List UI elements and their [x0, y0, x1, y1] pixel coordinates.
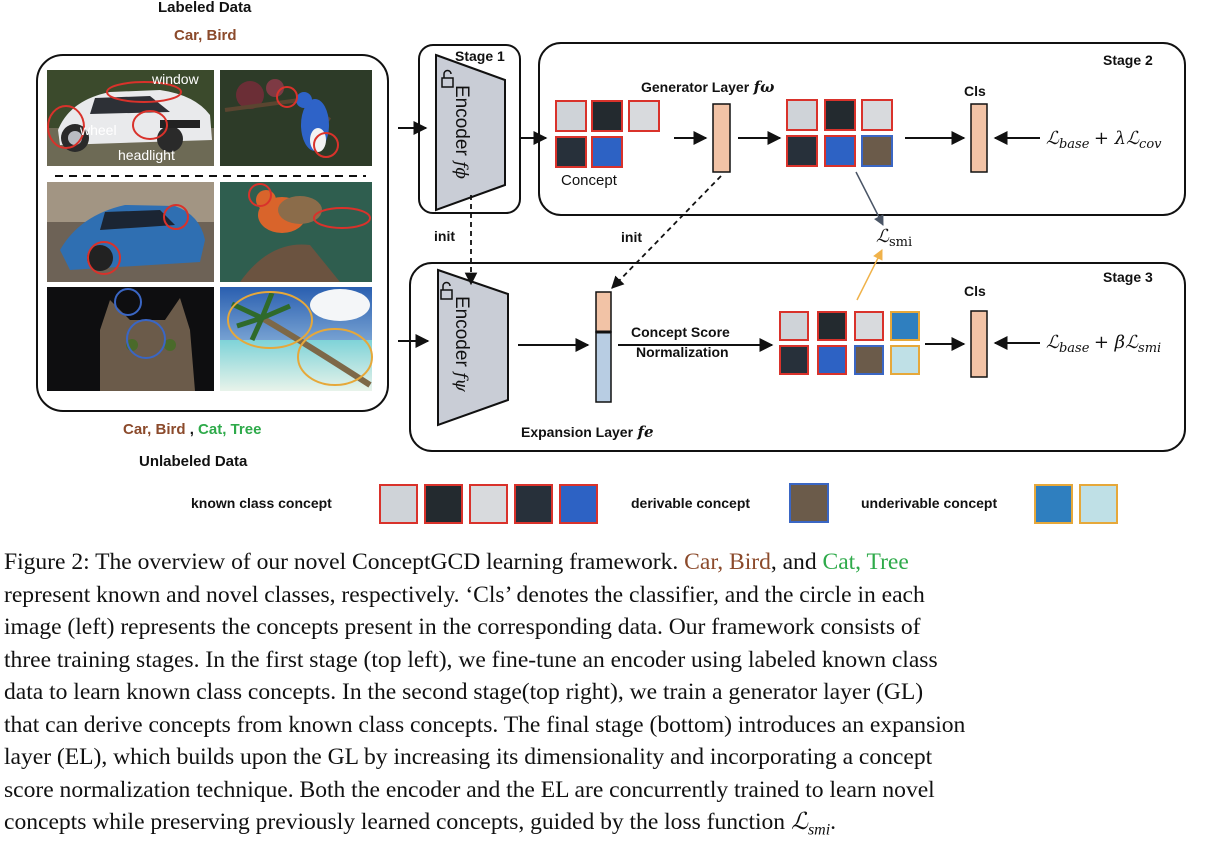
- expansion-layer-text: Expansion Layer: [521, 424, 634, 440]
- lock-icon: [441, 69, 454, 88]
- framework-diagram: window wheel headlight: [36, 0, 1186, 524]
- stage3-concepts: [779, 311, 920, 375]
- stage2-input-concepts: [555, 100, 660, 168]
- caption-text: , and: [770, 549, 823, 575]
- stage1-encoder: Encoder fϕ: [442, 85, 502, 205]
- unlabeled-tree-image: [220, 287, 373, 391]
- caption-novel-classes: Cat, Tree: [822, 549, 909, 575]
- stage3-loss-symbol: ℒ: [1046, 332, 1059, 353]
- legend-derivable-label: derivable concept: [631, 495, 751, 511]
- stage3-loss-plus: + βℒ: [1093, 332, 1139, 353]
- stage1-encoder-trapezoid: [435, 53, 506, 212]
- flow-arrows: [398, 121, 1040, 352]
- stage1-encoder-label: Encoder: [451, 85, 472, 156]
- legend-underivable-thumbs: [1034, 484, 1118, 524]
- stage3-loss: ℒbase + βℒsmi: [1046, 332, 1161, 356]
- caption-line: that can derive concepts from known clas…: [4, 711, 966, 738]
- caption-line: concepts while preserving previously lea…: [4, 806, 1218, 847]
- data-panel: window wheel headlight: [36, 54, 389, 412]
- labeled-data-title: Labeled Data: [158, 0, 252, 16]
- unlabeled-bird-image: [220, 182, 372, 282]
- stage2-output-concepts: [786, 99, 893, 167]
- stage3-encoder-label: Encoder: [451, 296, 472, 367]
- caption-line: data to learn known class concepts. In t…: [4, 679, 924, 705]
- unlabeled-novel-classes: Cat, Tree: [198, 421, 262, 438]
- caption-math-sub: smi: [807, 821, 831, 839]
- labeled-classes: Car, Bird: [174, 27, 237, 44]
- unlabeled-cat-image: [47, 287, 214, 391]
- concept-label: Concept: [561, 172, 617, 189]
- caption-text: concepts while preserving previously lea…: [4, 809, 791, 835]
- unlabeled-classes: Car, Bird , Cat, Tree: [123, 421, 261, 438]
- init-label-left: init: [434, 228, 455, 244]
- norm-line1: Concept Score: [631, 324, 730, 340]
- caption-known-classes: Car, Bird: [684, 549, 771, 575]
- stage2-loss-extra-sub: cov: [1139, 137, 1162, 153]
- smi-sub: smi: [888, 235, 913, 251]
- caption-line: Figure 2: The overview of our novel Conc…: [4, 546, 1218, 579]
- stage3-loss-extra-sub: smi: [1138, 341, 1162, 357]
- car-tag-window: window: [151, 71, 200, 87]
- unlabeled-car-image: [47, 182, 214, 282]
- stage2-loss-symbol: ℒ: [1046, 128, 1059, 149]
- stage3-encoder: Encoder fψ: [441, 296, 501, 416]
- stage2-classifier: [970, 103, 988, 173]
- generator-layer: [712, 103, 731, 173]
- generator-layer-symbol: fω: [753, 78, 775, 96]
- legend-derivable-thumb: [789, 483, 829, 523]
- smi-symbol: ℒ: [876, 226, 889, 247]
- caption-text: Figure 2: The overview of our novel Conc…: [4, 549, 685, 575]
- caption-text: .: [830, 809, 837, 835]
- labeled-car-image: window wheel headlight: [47, 70, 214, 166]
- unlabeled-known-classes: Car, Bird: [123, 421, 186, 438]
- smi-loss-label: ℒsmi: [876, 226, 912, 250]
- lock-icon: [440, 281, 453, 300]
- caption-line: image (left) represents the concepts pre…: [4, 614, 921, 640]
- legend-known-thumbs: [379, 484, 598, 524]
- expansion-layer: [595, 291, 612, 403]
- stage2-box: [538, 42, 1186, 216]
- stage3-classifier: [970, 310, 988, 378]
- expansion-layer-label: Expansion Layer fe: [521, 423, 654, 442]
- stage3-title: Stage 3: [1103, 269, 1153, 285]
- stage2-loss-sub: base: [1058, 137, 1090, 153]
- caption-math-symbol: ℒ: [790, 809, 808, 835]
- car-tag-wheel: wheel: [79, 122, 117, 138]
- stage3-encoder-symbol: fψ: [451, 372, 471, 392]
- figure-caption: Figure 2: The overview of our novel Conc…: [4, 546, 1218, 847]
- caption-line: layer (EL), which builds upon the GL by …: [4, 744, 933, 770]
- stage1-encoder-symbol: fϕ: [451, 161, 471, 179]
- stage2-title: Stage 2: [1103, 52, 1153, 68]
- norm-line2: Normalization: [636, 344, 729, 360]
- car-tag-headlight: headlight: [118, 147, 175, 163]
- stage3-encoder-trapezoid: [437, 268, 509, 427]
- stage3-box: [409, 262, 1186, 452]
- stage2-cls-label: Cls: [964, 83, 986, 99]
- generator-layer-text: Generator Layer: [641, 79, 750, 95]
- stage2-loss: ℒbase + λℒcov: [1046, 128, 1162, 152]
- stage1-title: Stage 1: [455, 48, 505, 64]
- caption-line: score normalization technique. Both the …: [4, 776, 935, 803]
- init-label-mid: init: [621, 229, 642, 245]
- stage3-cls-label: Cls: [964, 283, 986, 299]
- caption-line: three training stages. In the first stag…: [4, 646, 938, 673]
- stage2-loss-plus: + λℒ: [1093, 128, 1140, 149]
- legend-underivable-label: underivable concept: [861, 495, 998, 511]
- unlabeled-data-title: Unlabeled Data: [139, 453, 248, 470]
- stage3-loss-sub: base: [1058, 341, 1090, 357]
- legend-known-label: known class concept: [191, 495, 332, 511]
- labeled-bird-image: [220, 70, 372, 166]
- caption-line: represent known and novel classes, respe…: [4, 581, 925, 608]
- expansion-layer-symbol: fe: [637, 423, 654, 441]
- generator-layer-label: Generator Layer fω: [641, 78, 774, 97]
- unlabeled-separator: ,: [185, 421, 194, 438]
